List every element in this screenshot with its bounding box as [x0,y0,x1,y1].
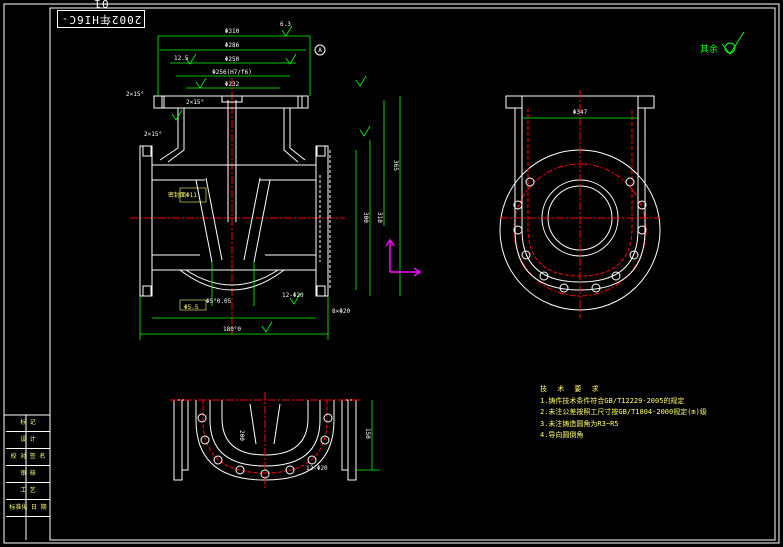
plan-note: 12-Φ20 [306,465,328,472]
tech-requirement-2: 2.未注公差按照工尺寸按GB/T1804-2000规定(m)级 [540,408,707,416]
angle-1: 2×15° [126,91,144,98]
tech-requirements-title: 技 术 要 求 [540,385,602,393]
angle-3: 2×15° [144,131,162,138]
roughness-symbol-icon [721,31,745,55]
sheet-outer-border [3,3,780,544]
front-section-view: A [130,25,422,340]
side-view [499,90,661,318]
tech-requirement-1: 1.铸件技术条件符合GB/T12229-2005的规定 [540,396,685,405]
title-block: 标 记 设 计 校 对 签 名 审 核 工 艺 标准化 日 期 [6,415,50,517]
tech-requirements: 技 术 要 求 1.铸件技术条件符合GB/T12229-2005的规定 2.未注… [540,384,707,442]
plan-height: 150 [364,428,371,439]
title-block-row: 审 核 [6,466,50,483]
title-block-row: 标 记 [6,415,50,432]
title-block-row: 设 计 [6,432,50,449]
dim-top-4: Φ256(H7/f6) [212,69,252,76]
dim-top-2: Φ286 [225,42,240,49]
roughness-note: 其余 [700,45,719,55]
thread-1: 12-Φ20 [282,292,304,299]
section-label: 密封面Φ11 [168,191,197,199]
dim-bottom-2: Φ5.5 [184,304,199,311]
dim-bottom-1: Φ5°0.05 [206,298,232,305]
sheet-inner-border [49,7,776,541]
datum-label: A [318,47,322,54]
title-block-row: 标准化 日 期 [6,500,50,517]
drawing-number: 2002年HI6C-01 [57,0,145,28]
tech-requirement-3: 3.未注铸造圆角为R3~R5 [540,419,619,428]
roughness-6-3: 6.3 [280,21,291,28]
height-1: 365 [392,160,399,171]
dim-top-1: Φ310 [225,28,240,35]
roughness-12-5: 12.5 [174,55,189,62]
dim-top-3: Φ250 [225,56,240,63]
height-3: 300 [362,212,369,223]
height-2: 310 [376,212,383,223]
plan-view [170,392,380,490]
title-block-row: 校 对 签 名 [6,449,50,466]
thread-2: 8×Φ20 [332,308,350,315]
title-block-row: 工 艺 [6,483,50,500]
side-width: Φ347 [573,109,588,116]
angle-2: 2×15° [186,99,204,106]
plan-dim: 200 [238,430,245,441]
dim-base: 180°0 [223,326,241,333]
dim-top-5: Φ232 [225,81,240,88]
tech-requirement-4: 4.导向圆倒角 [540,431,584,439]
